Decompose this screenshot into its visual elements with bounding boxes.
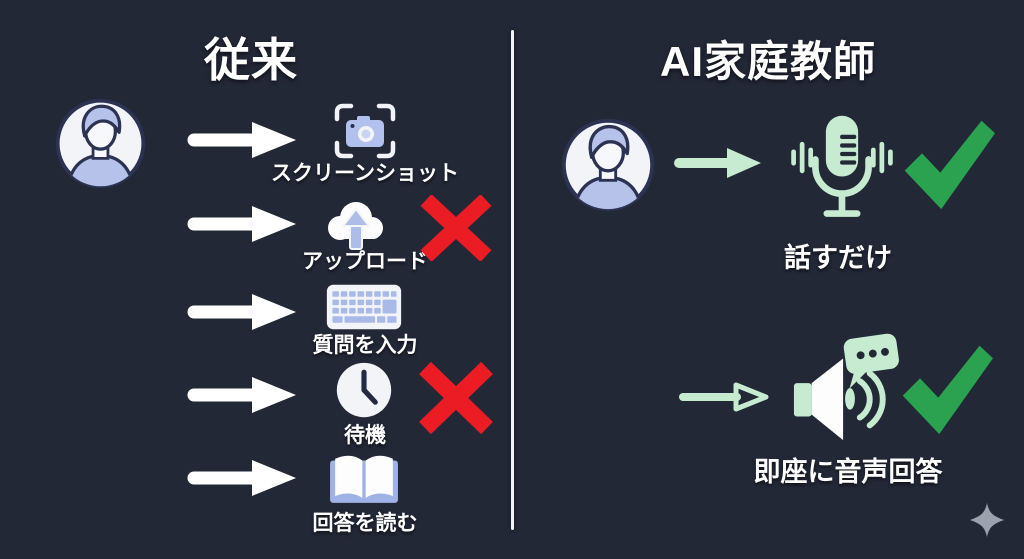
left-panel-title: 従来 [204,34,298,86]
arrow-right-icon [186,120,298,160]
arrow-right-icon [186,204,298,244]
red-x-icon [414,362,498,434]
keyboard-icon [325,281,403,333]
panel-divider [511,30,514,530]
user-avatar [54,97,147,190]
person-icon [561,118,655,212]
step-label: 話すだけ [784,243,892,273]
sparkle-icon [968,501,1006,539]
clock-icon [334,360,394,420]
sound-wave-bars [791,141,893,174]
step-label: スクリーンショット [271,162,459,185]
step-label: 質問を入力 [312,334,418,357]
arrow-right-icon [186,375,298,415]
right-panel-title: AI家庭教師 [659,38,876,85]
user-avatar [560,117,656,213]
arrow-right-icon [186,458,298,498]
step-label: 回答を読む [312,512,418,535]
cloud-upload-icon [320,193,392,255]
speech-bubble-icon [843,333,899,389]
green-check-icon [899,115,995,211]
green-arrow-icon [674,146,762,180]
step-label: 待機 [344,424,386,447]
camera-screenshot-icon [333,102,397,160]
step-label: 即座に音声回答 [753,457,943,487]
green-check-icon [897,340,993,436]
red-x-icon [416,195,496,261]
speaker-voice-icon [788,332,910,448]
open-book-icon [323,452,405,508]
step-label: アップロード [302,250,428,273]
arrow-right-icon [186,292,298,332]
microphone-icon [786,112,898,224]
person-icon [55,98,146,189]
green-arrow-icon [678,381,770,413]
